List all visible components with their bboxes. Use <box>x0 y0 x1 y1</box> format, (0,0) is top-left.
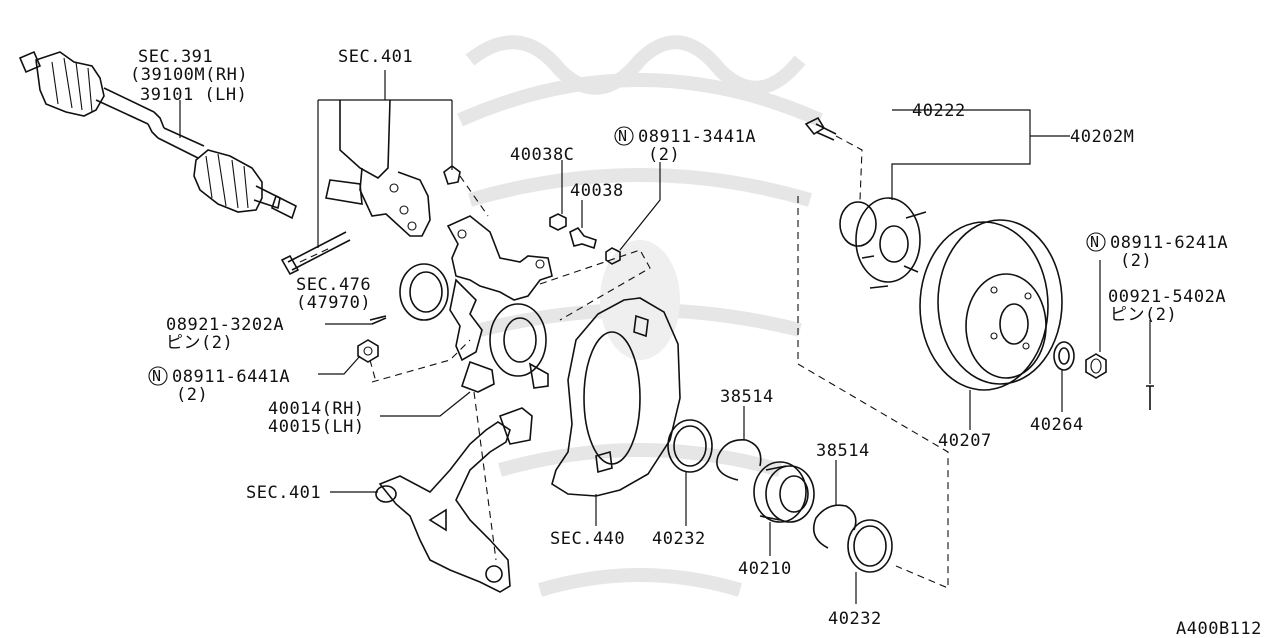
label-sec476: SEC.476 <box>296 275 371 295</box>
n-badge-6241a: N <box>1086 232 1106 252</box>
label-08921-3202a: 08921-3202A <box>166 315 284 335</box>
label-08911-3441a: 08911-3441A <box>638 127 756 147</box>
snap-ring-38514-b[interactable] <box>812 504 857 549</box>
label-pin-5402a: ピン(2) <box>1110 305 1177 325</box>
label-40014: 40014(RH) <box>268 399 365 419</box>
snap-ring-38514-a[interactable] <box>716 439 762 481</box>
seal-40232-a[interactable] <box>667 419 713 473</box>
label-sec401-top: SEC.401 <box>338 47 413 67</box>
label-40210: 40210 <box>738 559 792 579</box>
label-00921-5402a: 00921-5402A <box>1108 287 1226 307</box>
strut-assembly[interactable] <box>325 99 461 237</box>
splash-shield[interactable] <box>551 297 681 497</box>
label-47970: (47970) <box>296 293 371 313</box>
n-badge-3441a: N <box>614 126 634 146</box>
svg-text:N: N <box>1090 233 1099 251</box>
label-40207: 40207 <box>938 431 992 451</box>
pin-00921-5402a[interactable] <box>1146 385 1154 410</box>
label-40222: 40222 <box>912 101 966 121</box>
drive-shaft-assembly[interactable] <box>18 50 297 220</box>
label-40038c: 40038C <box>510 145 574 165</box>
label-39101: 39101 (LH) <box>140 85 247 105</box>
label-40232-a: 40232 <box>652 529 706 549</box>
label-qty-6441a: (2) <box>176 385 208 405</box>
label-40202m: 40202M <box>1070 127 1134 147</box>
part-labels: SEC.391 (39100M(RH) 39101 (LH) SEC.401 4… <box>130 47 1262 638</box>
steering-knuckle[interactable] <box>446 215 553 393</box>
label-40264: 40264 <box>1030 415 1084 435</box>
cotter-pin[interactable] <box>369 315 387 325</box>
diagram-id: A400B112 <box>1176 619 1262 638</box>
label-40038: 40038 <box>570 181 624 201</box>
label-08911-6241a: 08911-6241A <box>1110 233 1228 253</box>
label-sec440: SEC.440 <box>550 529 625 549</box>
strut-bolt[interactable] <box>280 231 351 276</box>
label-38514-b: 38514 <box>816 441 870 461</box>
hub-bolt-40222[interactable] <box>804 116 837 141</box>
svg-text:N: N <box>618 127 627 145</box>
watermark-emblem <box>457 35 823 597</box>
label-sec391: SEC.391 <box>138 47 213 67</box>
assembly-dashed-lines <box>299 135 949 589</box>
knuckle-fasteners[interactable] <box>549 213 621 265</box>
label-pin-3202a: ピン(2) <box>166 333 233 353</box>
label-qty-3441a: (2) <box>648 145 680 165</box>
abs-sensor-ring[interactable] <box>399 263 449 321</box>
nut-08911-6441a[interactable] <box>357 339 379 363</box>
wheel-bearing-40210[interactable] <box>753 461 815 523</box>
washer-40264[interactable] <box>1053 341 1075 371</box>
wheel-hub-40202m[interactable] <box>839 197 927 289</box>
seal-40232-b[interactable] <box>847 519 893 573</box>
nut-08911-6241a[interactable] <box>1085 353 1107 379</box>
label-sec401-bottom: SEC.401 <box>246 483 321 503</box>
brake-rotor-40207[interactable] <box>919 219 1063 391</box>
lower-control-arm[interactable] <box>375 407 533 593</box>
leader-lines <box>179 70 1151 604</box>
svg-text:N: N <box>152 367 161 385</box>
label-38514-a: 38514 <box>720 387 774 407</box>
n-badge-6441a: N <box>148 366 168 386</box>
label-40232-b: 40232 <box>828 609 882 629</box>
label-39100m: (39100M(RH) <box>130 65 248 85</box>
label-qty-6241a: (2) <box>1120 251 1152 271</box>
label-40015: 40015(LH) <box>268 417 365 437</box>
label-08911-6441a: 08911-6441A <box>172 367 290 387</box>
